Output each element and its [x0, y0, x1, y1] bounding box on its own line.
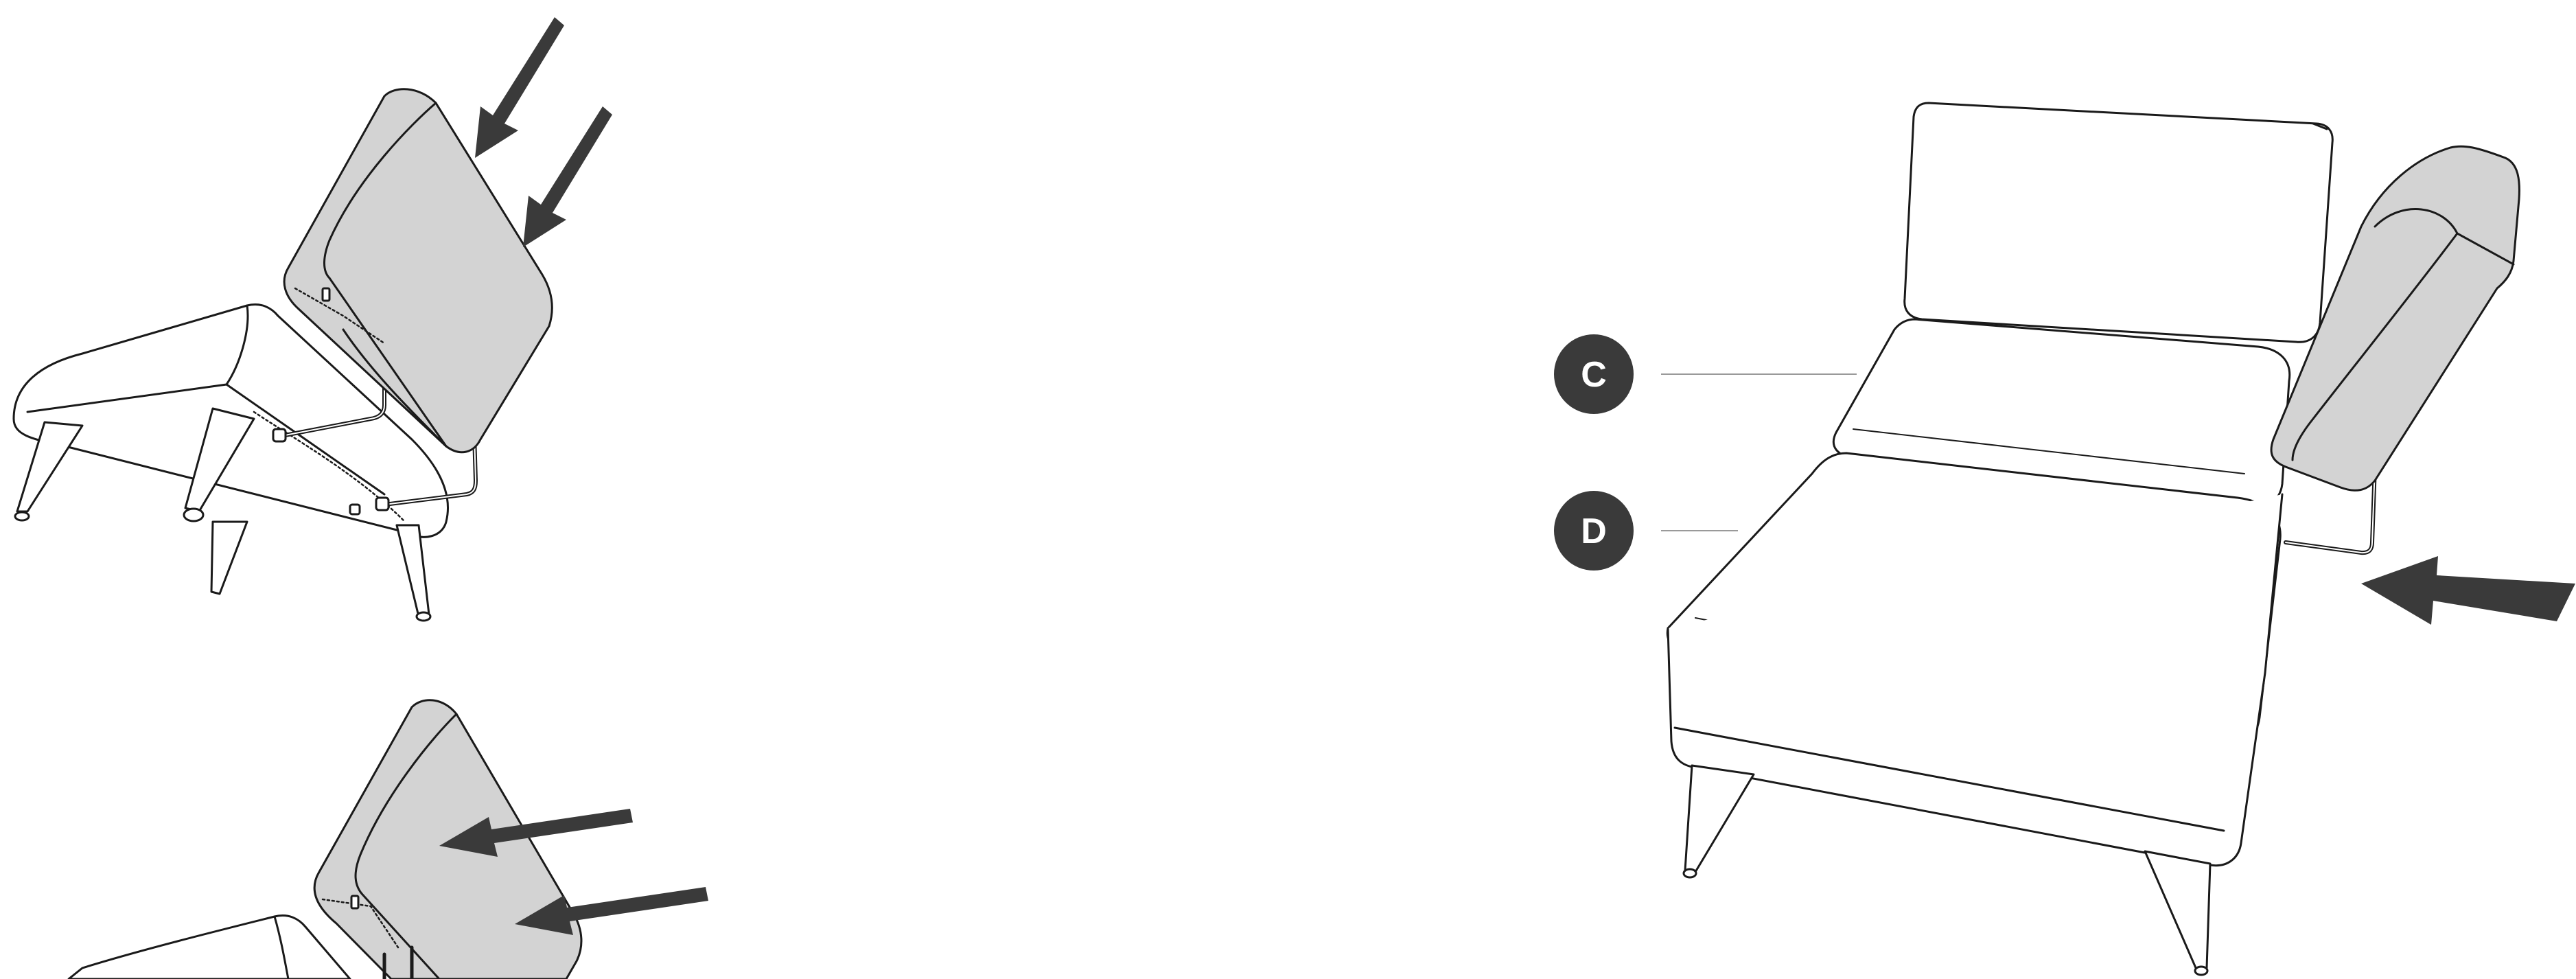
- side-cushion-fold: [2374, 208, 2459, 235]
- leader-lines: [1661, 373, 1857, 531]
- zipper-pull-2: [350, 895, 360, 910]
- back-panel-corner: [2312, 122, 2328, 130]
- badge-circle-c: [1554, 334, 1634, 414]
- chaise-arrow: [2361, 556, 2575, 625]
- back-cushion-2: [313, 699, 583, 979]
- seat-side-edge: [225, 304, 249, 386]
- back-cushion-2-edge: [354, 713, 458, 979]
- push-arrow-icon: [2361, 556, 2575, 625]
- push-arrow-icon: [523, 106, 612, 247]
- chaise-base-bottom: [1673, 726, 2225, 832]
- back-cushion-seam: [328, 277, 448, 448]
- back-cushion-edge: [323, 102, 437, 279]
- leg-foot-4: [415, 611, 432, 622]
- badge-circle-d: [1554, 491, 1634, 571]
- label-badge-c: C: [1554, 334, 1634, 414]
- push-arrow-icon: [439, 809, 633, 857]
- label-badge-d: D: [1554, 491, 1634, 571]
- frame-rod-1-inner: [281, 329, 385, 437]
- seat-seam-2: [273, 915, 290, 979]
- chaise-leg-back-foot: [2194, 965, 2209, 976]
- push-arrow-icon: [475, 17, 564, 158]
- zipper-pull: [321, 287, 331, 302]
- leg-foot-2: [183, 507, 205, 522]
- chaise-frame-rod-inner: [2285, 466, 2376, 554]
- back-cushion-dotted: [294, 287, 386, 345]
- frame-bracket-1: [272, 428, 287, 443]
- back-panel: [1903, 102, 2334, 343]
- frame-bracket-2: [375, 496, 390, 511]
- leg-back-left: [210, 520, 248, 595]
- back-cushion-bottom-fold: [342, 328, 448, 448]
- chaise-leg-back: [2144, 850, 2212, 971]
- frame-bracket-3: [349, 503, 361, 516]
- chaise-leg-front-foot: [1682, 868, 1697, 879]
- cushion-c-seam: [1853, 428, 2245, 474]
- step-2-arrows: [439, 809, 708, 935]
- push-arrow-icon: [515, 887, 708, 935]
- badge-text-c: C: [1581, 355, 1607, 395]
- chaise-illustration: [1666, 102, 2520, 976]
- seat-body-2: [67, 914, 351, 979]
- leg-front-left: [16, 421, 84, 513]
- step-1-arrows: [475, 17, 612, 247]
- leg-foot-1: [14, 511, 30, 522]
- chaise-leg-front: [1684, 764, 1755, 873]
- frame-rod-2-inner: [384, 411, 476, 505]
- side-cushion-seam: [2456, 232, 2515, 266]
- step-1-illustration: [12, 88, 553, 622]
- step-2-illustration: [67, 699, 583, 979]
- badge-text-d: D: [1581, 511, 1607, 551]
- back-cushion: [283, 88, 553, 454]
- back-cushion-2-dotted: [321, 898, 399, 949]
- side-cushion-edge: [2291, 232, 2459, 461]
- leg-back-right: [395, 524, 430, 618]
